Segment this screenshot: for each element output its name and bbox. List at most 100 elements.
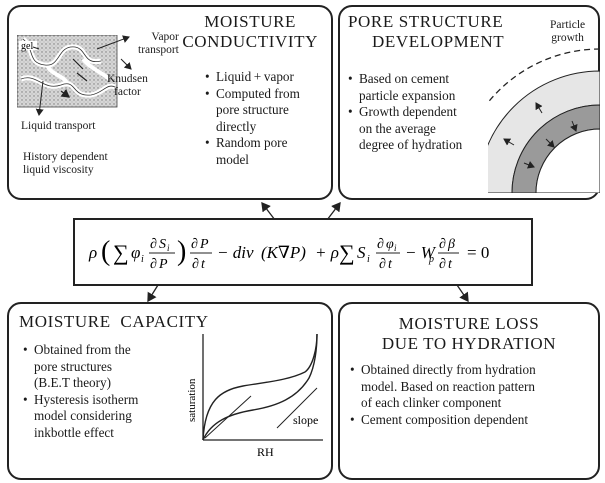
- arrow-to-moisture-loss: [456, 284, 469, 303]
- eq-paren-left: (: [101, 236, 110, 267]
- eq-t: t: [388, 257, 393, 272]
- label-line: liquid viscosity: [23, 164, 94, 176]
- moisture-loss-bullets: Obtained directly from hydration model. …: [350, 362, 536, 428]
- eq-minus-w: − W: [405, 243, 437, 262]
- eq-partial: ∂: [150, 237, 157, 252]
- eq-phi: φ: [386, 237, 394, 252]
- moisture-conductivity-bullets: Liquid + vapor Computed from pore struct…: [205, 69, 300, 168]
- bullet-line: (B.E.T theory): [34, 375, 112, 390]
- bullet-line: Obtained directly from hydration: [361, 362, 536, 377]
- bullet-item: Computed from pore structure directly: [205, 86, 300, 136]
- bullet-item: Obtained directly from hydration model. …: [350, 362, 536, 412]
- moisture-capacity-panel: MOISTURE CAPACITY Obtained from the pore…: [7, 302, 333, 480]
- bullet-line: particle expansion: [359, 87, 456, 103]
- bullet-item: Obtained from the pore structures (B.E.T…: [23, 342, 138, 392]
- bullet-item: Random pore model: [205, 135, 300, 168]
- moisture-conductivity-title: MOISTURE CONDUCTIVITY: [182, 12, 318, 52]
- eq-partial: ∂: [439, 237, 446, 252]
- bullet-line: Growth dependent: [359, 104, 457, 119]
- pore-channel: [81, 57, 111, 81]
- bullet-line: Computed from: [216, 85, 300, 101]
- eq-partial: ∂: [439, 257, 446, 272]
- bullet-line: Obtained from the: [34, 342, 131, 357]
- slope-tangent: [204, 395, 252, 439]
- particle-growth-label: Particle growth: [550, 19, 585, 45]
- eq-partial: ∂: [191, 237, 198, 252]
- eq-t: t: [448, 257, 453, 272]
- label-line: Knudsen: [107, 73, 148, 85]
- eq-partial: ∂: [379, 257, 386, 272]
- knudsen-factor-label: Knudsen factor: [107, 73, 148, 99]
- moisture-capacity-title: MOISTURE CAPACITY: [19, 312, 209, 331]
- gel-label: gel: [21, 41, 33, 52]
- title-line: CONDUCTIVITY: [182, 32, 318, 51]
- bullet-line: Liquid + vapor: [216, 69, 294, 84]
- bullet-line: of each clinker component: [361, 395, 502, 410]
- governing-equation-box: ρ ( ∑ φ i ∂ S i ∂ P ) ∂ P ∂ t − div (K∇P…: [73, 218, 533, 286]
- eq-phi: φ: [131, 243, 140, 262]
- eq-beta: β: [447, 237, 455, 252]
- bullet-line: model: [216, 151, 249, 167]
- bullet-item: Based on cement particle expansion: [348, 71, 462, 104]
- title-line: MOISTURE LOSS: [398, 314, 540, 333]
- label-line: transport: [138, 44, 179, 56]
- pore-structure-panel: PORE STRUCTURE DEVELOPMENT Particle grow…: [338, 5, 600, 200]
- pore-structure-bullets: Based on cement particle expansion Growt…: [348, 71, 462, 154]
- slope-label: slope: [293, 413, 318, 427]
- eq-sub: i: [167, 243, 170, 253]
- bullet-line: directly: [216, 118, 257, 134]
- title-line: DEVELOPMENT: [372, 32, 505, 51]
- eq-S: S: [357, 243, 366, 262]
- governing-equation: ρ ( ∑ φ i ∂ S i ∂ P ) ∂ P ∂ t − div (K∇P…: [88, 236, 489, 272]
- sorption-isotherm-sketch: saturation RH slope: [186, 333, 323, 459]
- particle-growth-sketch: [488, 48, 600, 193]
- eq-plus-rho: + ρ: [315, 243, 339, 262]
- eq-rho: ρ: [88, 243, 97, 262]
- eq-partial: ∂: [192, 257, 199, 272]
- isotherm-xlabel: RH: [257, 445, 274, 459]
- title-line: DUE TO HYDRATION: [381, 334, 557, 353]
- label-line: growth: [551, 32, 584, 44]
- label-line: History dependent: [23, 151, 108, 163]
- bullet-item: Growth dependent on the average degree o…: [348, 104, 462, 154]
- eq-S: S: [159, 237, 166, 252]
- history-dependent-label: History dependent liquid viscosity: [23, 151, 108, 177]
- eq-sub: i: [394, 243, 397, 253]
- arrow-to-capacity: [147, 284, 159, 303]
- adsorption-curve: [202, 333, 318, 441]
- eq-sub-p: p: [428, 254, 434, 265]
- eq-P: P: [158, 257, 168, 272]
- moisture-loss-title: MOISTURE LOSS DUE TO HYDRATION: [340, 314, 598, 354]
- label-line: Vapor: [151, 31, 179, 43]
- desorption-curve: [202, 333, 318, 441]
- eq-paren-right: ): [177, 236, 186, 267]
- eq-sub: i: [141, 254, 144, 265]
- bullet-line: inkbottle effect: [34, 424, 114, 440]
- eq-t: t: [201, 257, 206, 272]
- bullet-line: model. Based on reaction pattern: [361, 378, 535, 394]
- pore-channel: [45, 64, 69, 85]
- eq-partial: ∂: [377, 237, 384, 252]
- moisture-loss-panel: MOISTURE LOSS DUE TO HYDRATION Obtained …: [338, 302, 600, 480]
- eq-sum: ∑: [339, 240, 355, 265]
- bullet-line: pore structures: [34, 358, 112, 374]
- eq-equals-zero: = 0: [467, 243, 489, 262]
- bullet-line: Random pore: [216, 135, 288, 150]
- bullet-item: Cement composition dependent: [350, 412, 536, 429]
- moisture-capacity-bullets: Obtained from the pore structures (B.E.T…: [23, 342, 138, 441]
- bullet-line: pore structure: [216, 102, 289, 117]
- eq-kgradp: (K∇P): [261, 243, 306, 262]
- eq-partial: ∂: [150, 257, 157, 272]
- label-line: Particle: [550, 19, 586, 31]
- moisture-conductivity-panel: MOISTURE CONDUCTIVITY gel Vapor transpor…: [7, 5, 333, 200]
- bullet-line: Based on cement: [359, 71, 450, 86]
- bullet-line: Hysteresis isotherm: [34, 391, 139, 407]
- vapor-transport-label: Vapor transport: [132, 31, 179, 57]
- bullet-line: Cement composition dependent: [361, 411, 529, 427]
- bullet-line: on the average: [359, 120, 436, 136]
- slope-tangent: [276, 387, 318, 429]
- bullet-line: degree of hydration: [359, 137, 463, 152]
- bullet-line: model considering: [34, 408, 132, 423]
- title-line: PORE STRUCTURE: [348, 12, 504, 31]
- eq-sub: i: [367, 254, 370, 265]
